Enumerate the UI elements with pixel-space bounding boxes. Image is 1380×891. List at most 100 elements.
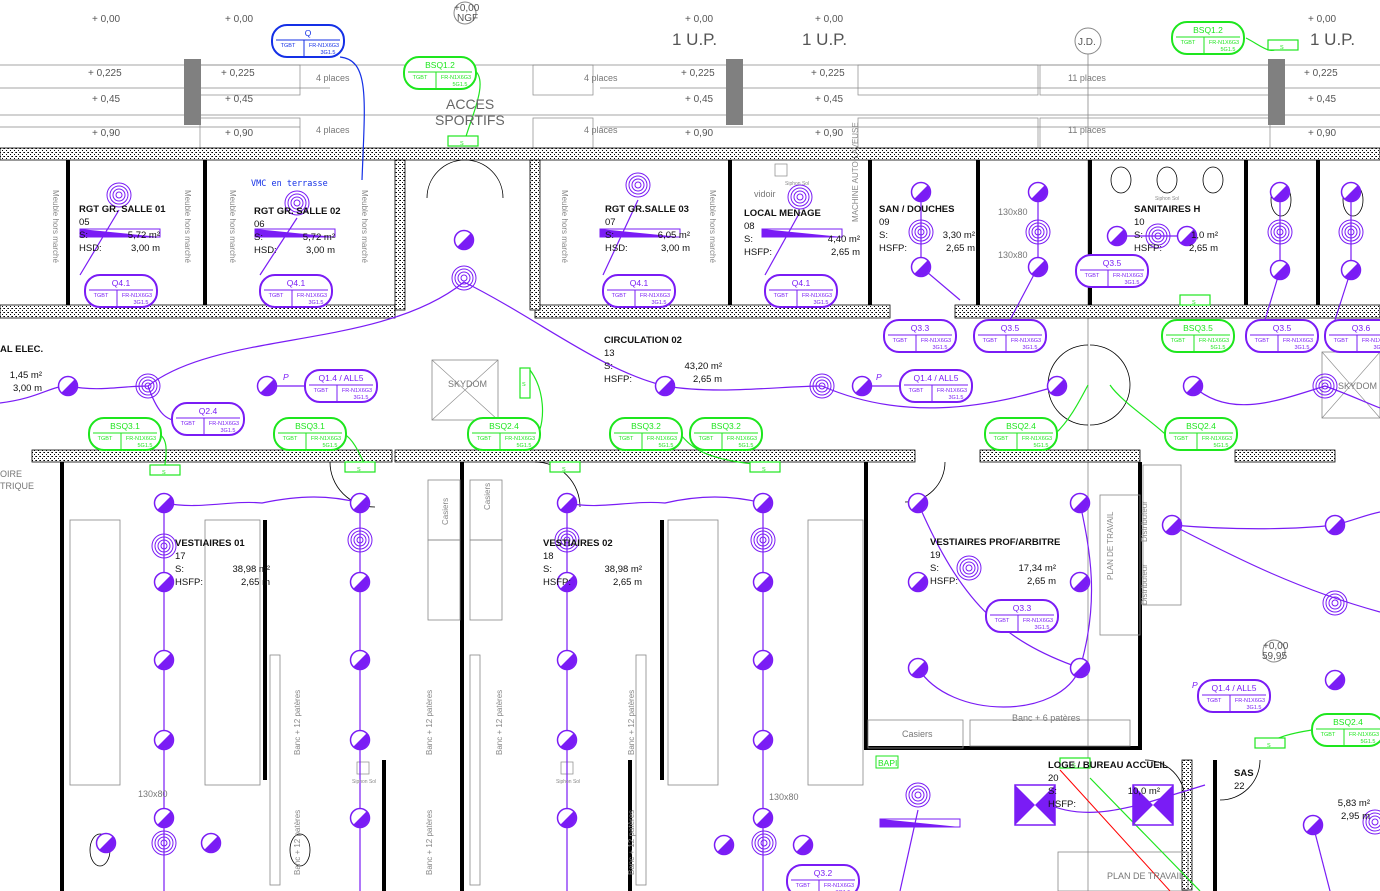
room-number: 08	[744, 221, 755, 232]
circuit-tag-outline[interactable]	[1164, 417, 1238, 451]
circuit-section: 5G1.5	[739, 443, 754, 449]
circuit-tag-outline[interactable]	[1171, 21, 1245, 55]
ceiling-light-icon	[752, 571, 774, 593]
circuit-tag-outline[interactable]	[1324, 319, 1380, 353]
circuit-tag-outline[interactable]	[1311, 713, 1380, 747]
circuit-tag-outline[interactable]	[1075, 254, 1149, 288]
fluorescent-bar-fill	[80, 229, 160, 237]
circuit-tag-outline[interactable]	[171, 402, 245, 436]
fluorescent-bar-fill	[255, 229, 335, 237]
speaker-ring	[760, 839, 768, 847]
circuit-tag-outline[interactable]	[786, 864, 860, 891]
furniture	[969, 719, 1131, 747]
furniture	[69, 519, 121, 786]
speaker-ring	[1341, 222, 1361, 242]
circuit-tag-outline[interactable]	[84, 274, 158, 308]
circuit-tag-outline[interactable]	[764, 274, 838, 308]
circuit-section: 5G1.5	[138, 443, 153, 449]
casiers-label: Casiers	[902, 729, 933, 739]
lighting-wire	[1334, 192, 1352, 321]
circuit-tag-outline[interactable]	[467, 417, 541, 451]
room-height: 2,95 m	[1341, 811, 1370, 822]
room-height-label: HSFP:	[930, 576, 958, 587]
circuit-tag-outline[interactable]	[609, 417, 683, 451]
room-height: 2,65 m	[613, 577, 642, 588]
lighting-wire	[1192, 385, 1380, 409]
circuit-tag-outline[interactable]	[271, 24, 345, 58]
light-fill	[1344, 263, 1361, 280]
light-fill	[1050, 379, 1067, 396]
room-height-label: HSFP:	[175, 577, 203, 588]
circuit-tag-outline[interactable]	[259, 274, 333, 308]
circuit-tag-outline[interactable]	[1197, 679, 1271, 713]
circuit-tag-outline[interactable]	[602, 274, 676, 308]
circuit-section: 3G1.5	[354, 395, 369, 401]
lighting-wire	[1171, 511, 1380, 530]
circuit-tag-outline[interactable]	[273, 417, 347, 451]
circuit-tag-outline[interactable]	[88, 417, 162, 451]
wall-hatched	[394, 449, 916, 463]
room-name: SAN / DOUCHES	[879, 204, 954, 215]
circuit-section: 5G1.5	[1361, 739, 1376, 745]
lighting-wire	[1171, 524, 1380, 613]
circuit-tag-outline[interactable]	[1245, 319, 1319, 353]
circuit-tag-outline[interactable]	[973, 319, 1047, 353]
circuit-code: BSQ3.1	[295, 421, 325, 431]
speaker-ring	[908, 219, 934, 245]
circuit-cable: FR-N1X6G3	[802, 293, 832, 299]
ceiling-light-icon	[1340, 181, 1362, 203]
speaker-ring	[757, 836, 771, 850]
circuit-tag-outline[interactable]	[1161, 319, 1235, 353]
fluorescent-bar-fill	[762, 229, 842, 237]
circuit-section: 5G1.5	[1214, 443, 1229, 449]
ceiling-light-icon	[153, 729, 175, 751]
circuit-tag-outline[interactable]	[883, 319, 957, 353]
acces-sportifs-label: ACCES	[446, 96, 494, 112]
light-fill	[1344, 185, 1361, 202]
circuit-tag-outline[interactable]	[899, 369, 973, 403]
circuit-code: Q3.5	[1001, 323, 1020, 333]
circuit-cable: FR-N1X6G3	[342, 388, 372, 394]
sas-level: +0,00	[1263, 641, 1289, 652]
circuit-tag-outline[interactable]	[985, 599, 1059, 633]
room-number: 07	[605, 217, 616, 228]
circuit-tag-outline[interactable]	[984, 417, 1058, 451]
room-height: 2,65 m	[1189, 243, 1218, 254]
wall-hatched	[529, 159, 541, 311]
circuit-tag-outline[interactable]	[689, 417, 763, 451]
light-fill	[1165, 518, 1182, 535]
ceiling-light-icon	[1324, 669, 1346, 691]
furniture	[867, 719, 964, 749]
room-area-label: S:	[175, 564, 184, 575]
circuit-tag-outline[interactable]	[304, 369, 378, 403]
circuit-tag-outline[interactable]	[403, 56, 477, 90]
